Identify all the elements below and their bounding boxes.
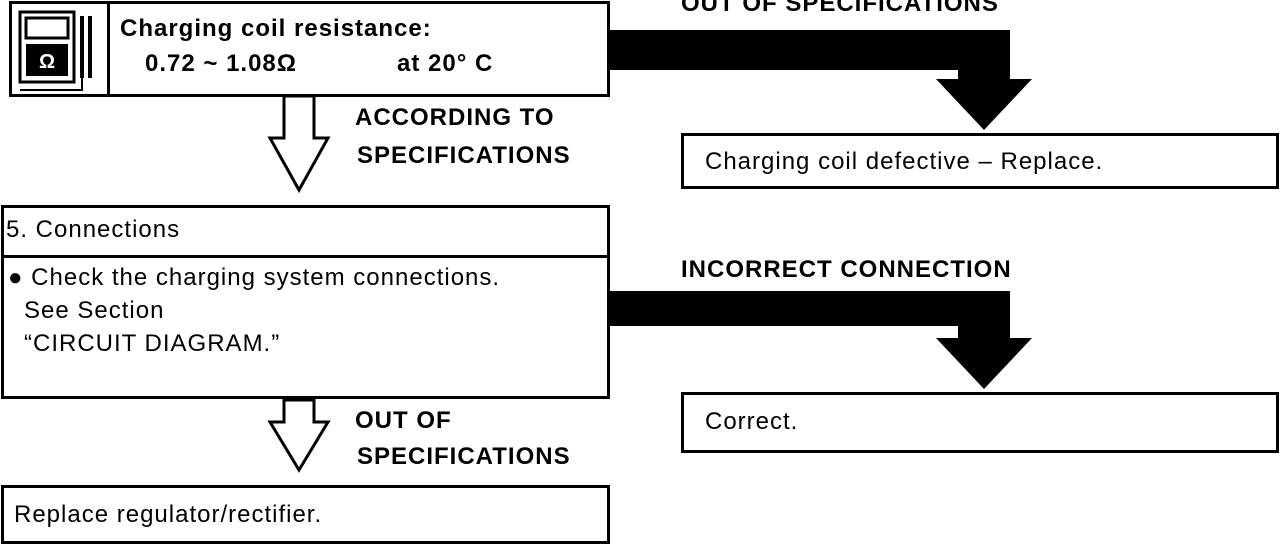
down-arrow-icon (267, 94, 331, 194)
label-out-of-spec-top: OUT OF SPECIFICATIONS (681, 0, 999, 17)
step5-header: 5. Connections (6, 216, 181, 243)
result-box-replace-regulator (1, 485, 610, 544)
label-according-to: ACCORDING TO (355, 104, 555, 131)
result-correct: Correct. (705, 408, 799, 435)
result-coil-defective: Charging coil defective – Replace. (705, 148, 1104, 175)
resistance-condition: at 20° C (397, 50, 494, 77)
label-incorrect-connection: INCORRECT CONNECTION (681, 256, 1012, 283)
down-arrow-icon (267, 398, 331, 473)
icon-divider (107, 4, 110, 94)
label-specifications-2: SPECIFICATIONS (357, 443, 571, 470)
flow-arrow-incorrect-connection (606, 291, 1032, 389)
check-title: Charging coil resistance: (120, 15, 432, 42)
step5-line2: See Section (24, 297, 165, 324)
step5-box (1, 205, 610, 399)
svg-text:Ω: Ω (39, 51, 55, 73)
label-out-of: OUT OF (355, 407, 452, 434)
label-specifications: SPECIFICATIONS (357, 142, 571, 169)
resistance-check-box (9, 1, 610, 97)
result-box-coil-defective (681, 133, 1279, 189)
resistance-value: 0.72 ~ 1.08Ω (145, 50, 298, 77)
flow-arrow-out-of-spec (606, 30, 1032, 130)
result-box-correct (681, 392, 1279, 453)
step5-header-divider (4, 255, 607, 258)
step5-line1: ● Check the charging system connections. (8, 264, 501, 291)
step5-line3: “CIRCUIT DIAGRAM.” (24, 330, 281, 357)
result-replace-regulator: Replace regulator/rectifier. (14, 501, 323, 528)
